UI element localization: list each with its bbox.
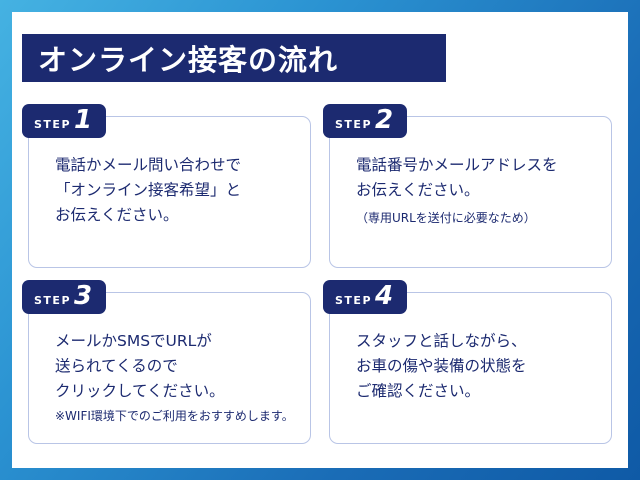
- step-card-2: STEP 2 電話番号かメールアドレスを お伝えください。 （専用URLを送付に…: [323, 104, 612, 268]
- step-text-line: 「オンライン接客希望」と: [55, 181, 242, 200]
- content-panel: オンライン接客の流れ STEP 1 電話かメール問い合わせで 「オンライン接客希…: [12, 12, 628, 468]
- step-badge-3: STEP 3: [22, 280, 107, 314]
- steps-grid: STEP 1 電話かメール問い合わせで 「オンライン接客希望」と お伝えください…: [22, 104, 612, 444]
- step-badge-label: STEP: [34, 118, 72, 131]
- step-text-line: ご確認ください。: [356, 382, 481, 401]
- step-badge-number: 4: [375, 281, 394, 311]
- step-badge-1: STEP 1: [22, 104, 107, 138]
- page-title: オンライン接客の流れ: [38, 43, 339, 77]
- step-badge-number: 1: [74, 105, 93, 135]
- step-text-line: お伝えください。: [55, 206, 179, 225]
- step-text-line: お車の傷や装備の状態を: [356, 357, 527, 376]
- step-note: （専用URLを送付に必要なため）: [356, 211, 536, 226]
- step-badge-label: STEP: [335, 294, 373, 307]
- step-text-line: 電話番号かメールアドレスを: [356, 156, 558, 174]
- step-badge-label: STEP: [34, 294, 72, 307]
- step-badge-4: STEP 4: [323, 280, 408, 314]
- step-text-line: メールかSMSでURLが: [55, 332, 212, 350]
- step-card-3: STEP 3 メールかSMSでURLが 送られてくるので クリックしてください。…: [22, 280, 311, 444]
- step-badge-2: STEP 2: [323, 104, 408, 138]
- step-text-line: お伝えください。: [356, 181, 480, 200]
- page-title-banner: オンライン接客の流れ: [22, 34, 446, 82]
- step-badge-number: 3: [74, 281, 93, 311]
- step-note: ※WIFI環境下でのご利用をおすすめします。: [55, 409, 294, 424]
- step-card-1: STEP 1 電話かメール問い合わせで 「オンライン接客希望」と お伝えください…: [22, 104, 311, 268]
- step-text-line: 送られてくるので: [55, 357, 178, 376]
- step-text-line: スタッフと話しながら、: [356, 332, 527, 350]
- step-badge-label: STEP: [335, 118, 373, 131]
- step-badge-number: 2: [375, 105, 394, 135]
- step-card-4: STEP 4 スタッフと話しながら、 お車の傷や装備の状態を ご確認ください。: [323, 280, 612, 444]
- step-text-line: 電話かメール問い合わせで: [55, 156, 242, 174]
- step-text-line: クリックしてください。: [55, 382, 225, 401]
